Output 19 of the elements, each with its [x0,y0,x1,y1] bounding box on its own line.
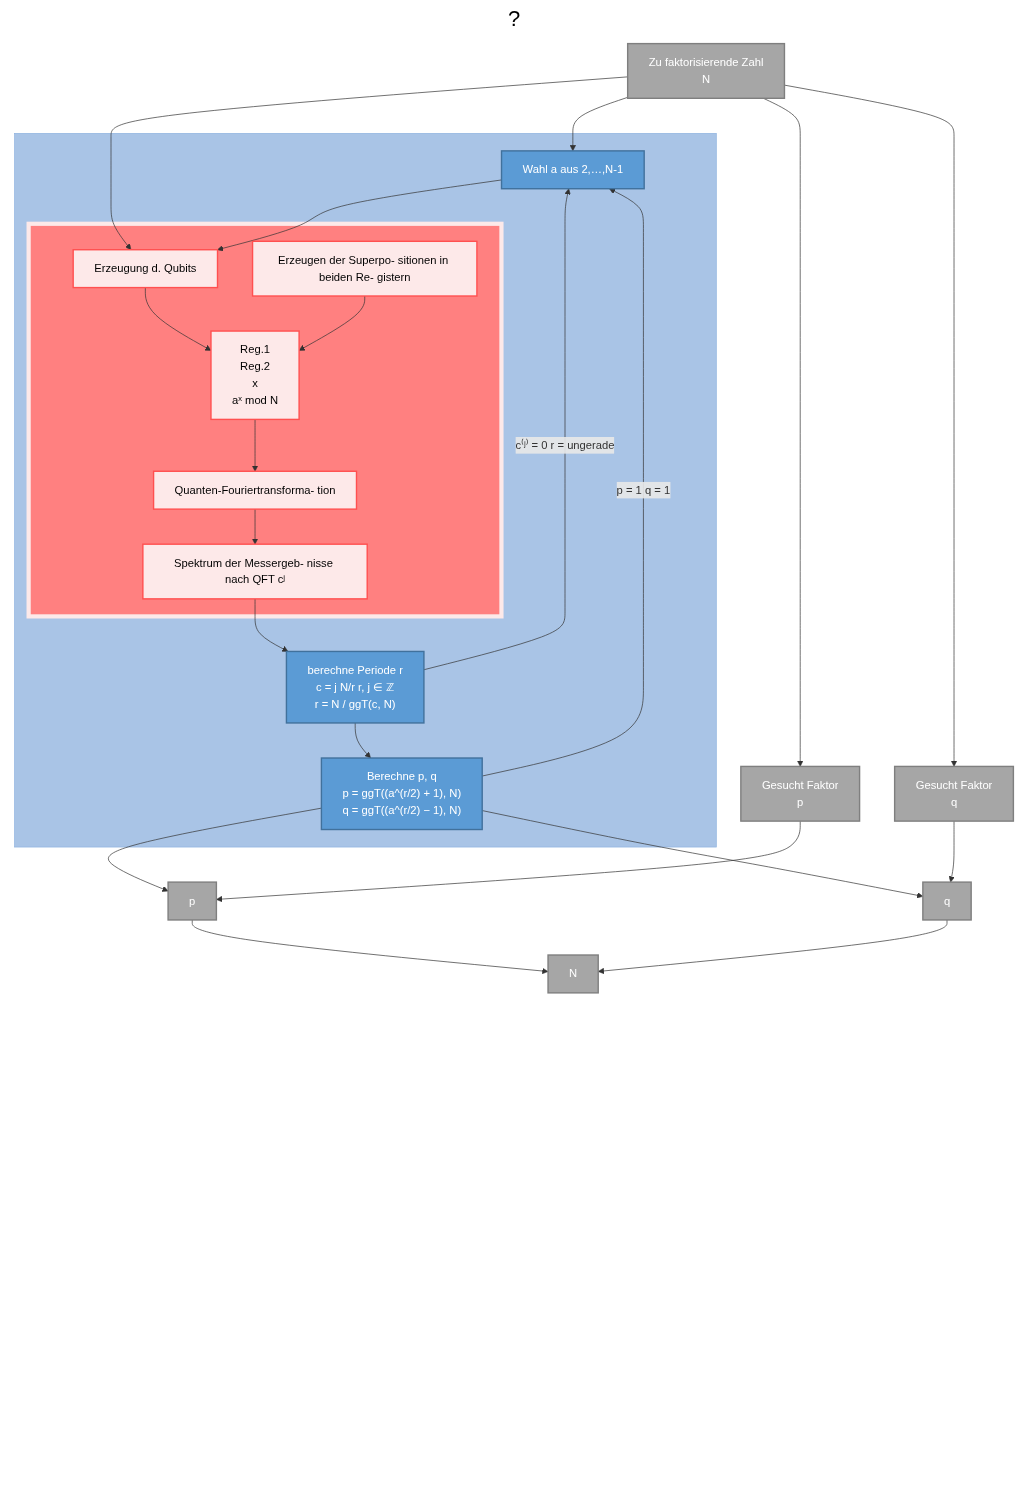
node-box: N [547,954,599,994]
node-box: q [922,881,972,921]
cluster [26,221,504,619]
node-box: berechne Periode r c = j N/r r, j ∈ ℤ r = N / ggT(c, N) [285,650,425,724]
node-box: Berechne p, q p = ggT((a^(r/2) + 1), N) q = ggT((a^(r/2) − 1), N) [320,757,483,831]
edge-label: p = 1 q = 1 [616,483,671,496]
node-box: p [167,881,218,921]
node-box: Gesucht Faktor p [740,765,861,822]
cluster [14,133,717,848]
node-box: Erzeugen der Superpo- sitionen in beiden Re- gistern [251,240,478,297]
node-box: Gesucht Faktor q [893,765,1015,822]
node-box: Reg.1 Reg.2 x aˣ mod N [210,330,300,421]
edge-label: c⁽ʲ⁾ = 0 r = ungerade [515,439,615,451]
note-text: ? [507,6,521,31]
node-box: Erzeugung d. Qubits [72,249,219,289]
node-box: Spektrum der Messergeb- nisse nach QFT cʲ [142,543,368,600]
node-box: Quanten-Fouriertransforma- tion [152,470,358,510]
node-box: Zu faktorisierende Zahl N [626,42,786,99]
node-box: Wahl a aus 2,…,N-1 [500,150,645,190]
